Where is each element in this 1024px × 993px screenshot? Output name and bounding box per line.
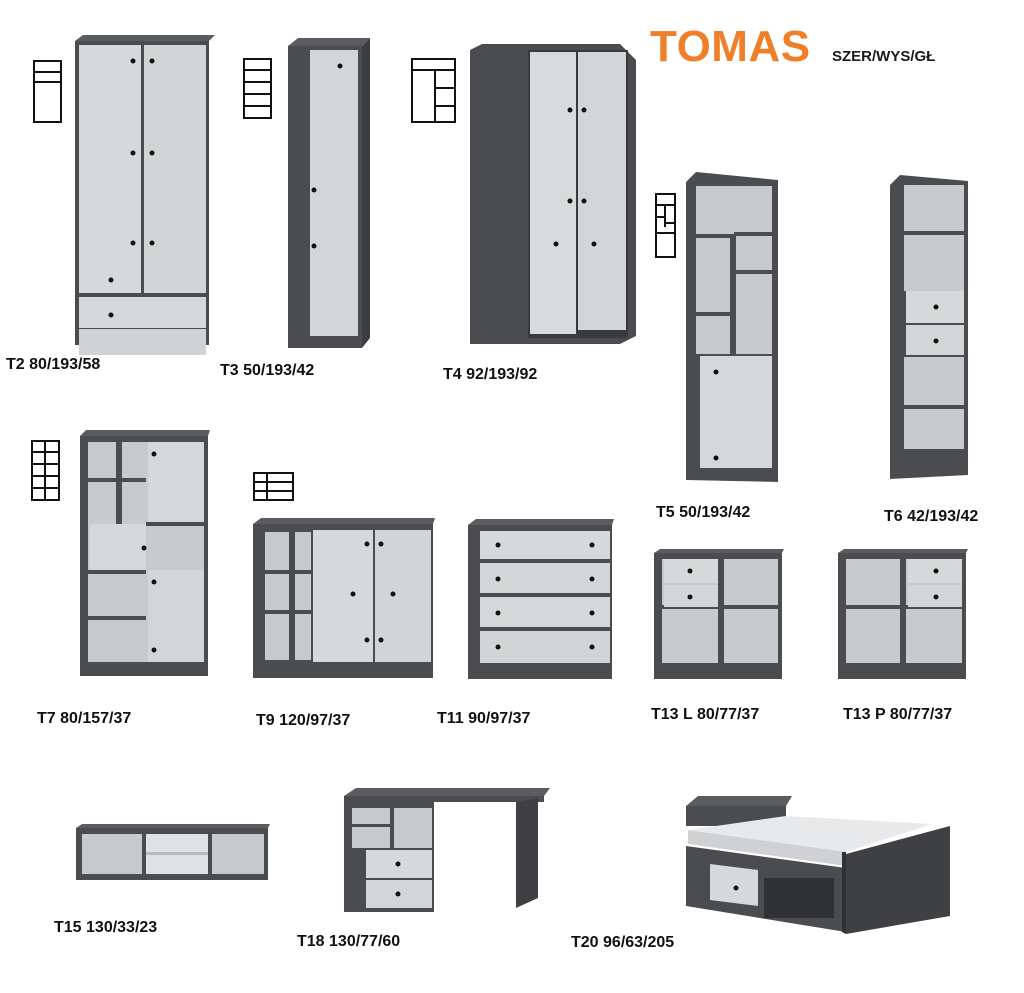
product-image-t18[interactable] <box>344 788 550 914</box>
product-label-t6: T6 42/193/42 <box>884 508 979 525</box>
product-label-t15: T15 130/33/23 <box>54 919 158 936</box>
product-image-t13l[interactable] <box>654 549 784 681</box>
product-label-t2: T2 80/193/58 <box>6 356 101 373</box>
product-image-t15[interactable] <box>76 824 270 882</box>
layout-icon-t7 <box>31 440 60 501</box>
product-label-t13p: T13 P 80/77/37 <box>843 706 953 723</box>
product-image-t20[interactable] <box>680 796 952 936</box>
layout-icon-t2 <box>33 60 62 123</box>
product-image-t3[interactable] <box>288 38 370 350</box>
layout-icon-t4 <box>411 58 456 123</box>
product-label-t20: T20 96/63/205 <box>571 934 675 951</box>
product-label-t5: T5 50/193/42 <box>656 504 751 521</box>
product-label-t4: T4 92/193/92 <box>443 366 538 383</box>
product-label-t18: T18 130/77/60 <box>297 933 401 950</box>
brand-title: TOMAS <box>650 22 811 71</box>
product-label-t9: T9 120/97/37 <box>256 712 351 729</box>
product-image-t2[interactable] <box>75 35 215 355</box>
product-image-t6[interactable] <box>890 175 968 485</box>
product-image-t7[interactable] <box>80 430 210 678</box>
product-label-t13l: T13 L 80/77/37 <box>651 706 760 723</box>
dimensions-legend: SZER/WYS/GŁ <box>832 48 936 65</box>
product-image-t9[interactable] <box>253 518 435 680</box>
product-label-t3: T3 50/193/42 <box>220 362 315 379</box>
layout-icon-t5 <box>655 193 676 258</box>
product-label-t11: T11 90/97/37 <box>437 710 531 727</box>
product-image-t4[interactable] <box>470 44 636 346</box>
product-image-t5[interactable] <box>686 172 778 484</box>
layout-icon-t3 <box>243 58 272 119</box>
product-image-t11[interactable] <box>468 519 614 681</box>
layout-icon-t9 <box>253 472 294 501</box>
product-label-t7: T7 80/157/37 <box>37 710 132 727</box>
product-image-t13p[interactable] <box>838 549 968 681</box>
